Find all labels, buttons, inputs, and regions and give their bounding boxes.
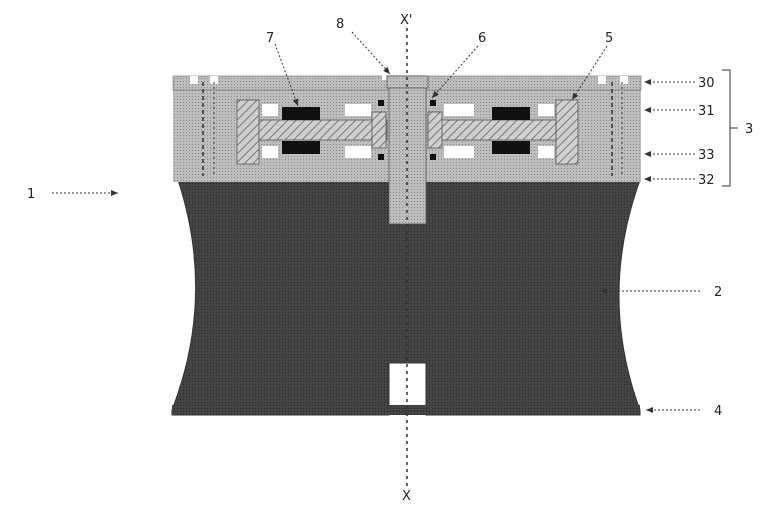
magnet-top-right	[492, 107, 530, 120]
label-3: 3	[745, 122, 753, 137]
shaft-top-cap	[386, 75, 429, 89]
notch	[190, 76, 198, 84]
dot-6	[378, 154, 384, 160]
leader-6	[431, 45, 479, 99]
notch	[598, 76, 606, 84]
recess	[444, 104, 474, 116]
pillar-left	[236, 99, 260, 165]
bottom-flange-4	[172, 405, 640, 415]
label-8: 8	[336, 17, 344, 32]
leader-8	[351, 31, 391, 75]
label-33: 33	[698, 148, 715, 163]
label-30: 30	[698, 76, 715, 91]
label-31: 31	[698, 104, 715, 119]
recess	[345, 146, 371, 158]
recess	[262, 104, 278, 116]
label-1: 1	[27, 187, 35, 202]
magnet-bottom-right	[492, 141, 530, 154]
axis-top-label: X'	[400, 13, 412, 28]
leader-7	[274, 43, 299, 107]
arm-right	[427, 119, 557, 141]
body-2	[171, 179, 641, 416]
notch	[210, 76, 218, 84]
recess	[262, 146, 278, 158]
arm-left	[258, 119, 388, 141]
recess	[444, 146, 474, 158]
recess	[538, 146, 554, 158]
label-6: 6	[478, 31, 486, 46]
label-4: 4	[714, 404, 722, 419]
magnet-7-top-left	[282, 107, 320, 120]
bracket-3	[722, 69, 731, 187]
axis-bottom-label: X	[402, 489, 411, 504]
dot-6	[378, 100, 384, 106]
leader-5	[571, 45, 608, 101]
label-2: 2	[714, 285, 722, 300]
cap-right	[427, 111, 443, 149]
recess	[538, 104, 554, 116]
magnet-7-bottom-left	[282, 141, 320, 154]
cap-left	[371, 111, 387, 149]
dot-6	[430, 100, 436, 106]
recess	[345, 104, 371, 116]
label-5: 5	[605, 31, 613, 46]
pillar-5	[555, 99, 579, 165]
label-7: 7	[266, 31, 274, 46]
dot-6	[430, 154, 436, 160]
label-32: 32	[698, 173, 715, 188]
notch	[620, 76, 628, 84]
